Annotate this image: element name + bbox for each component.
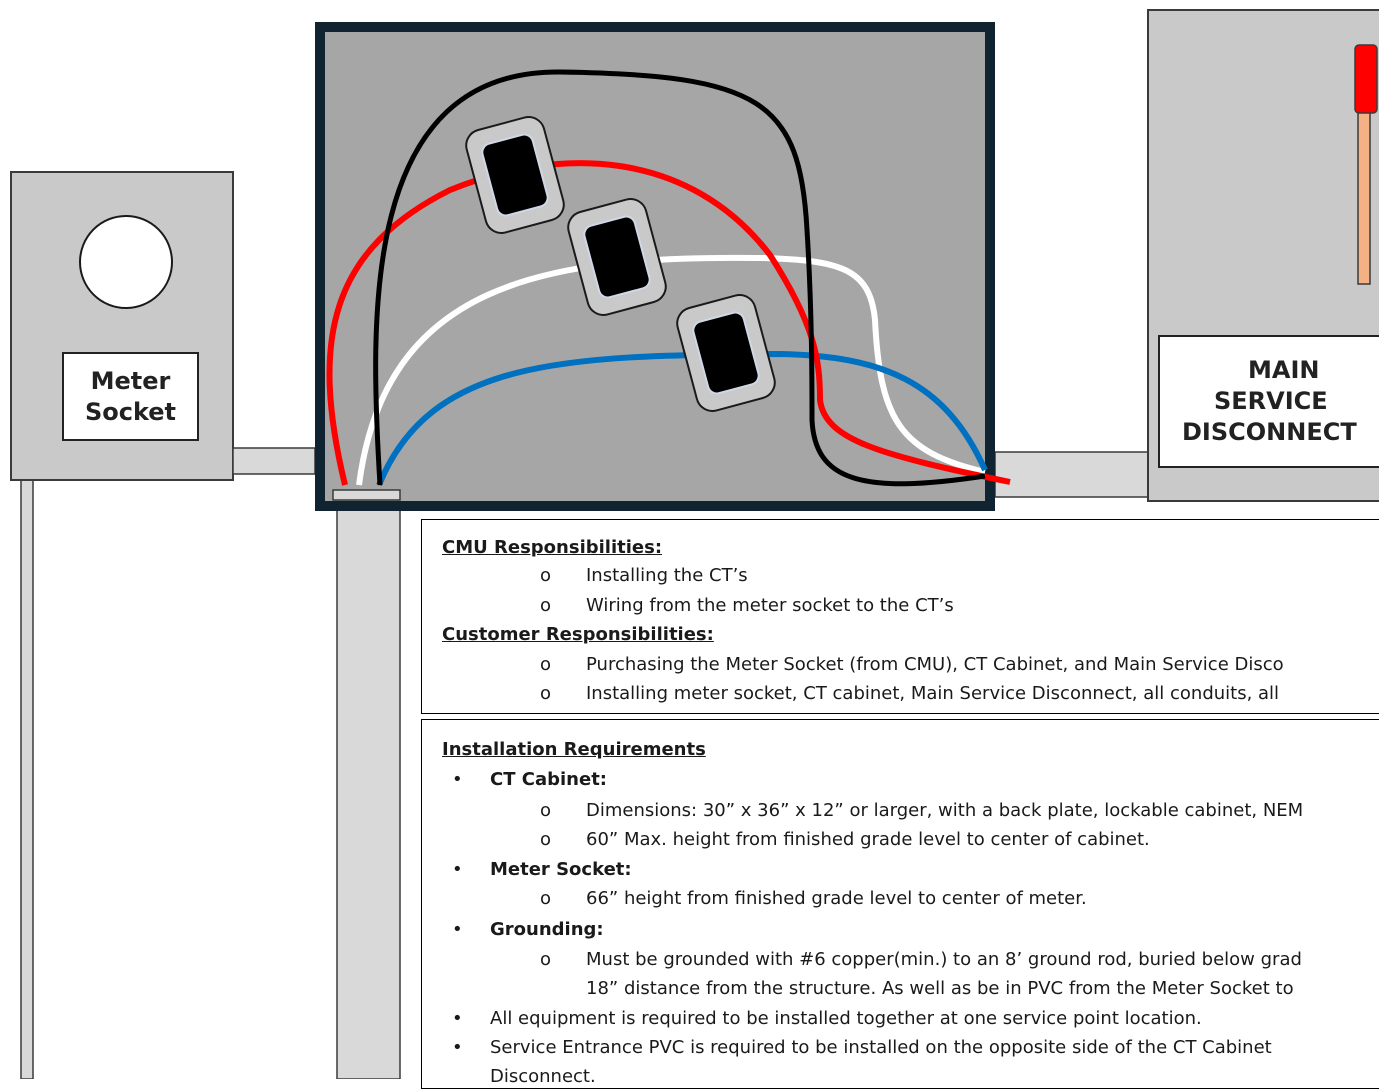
installation-requirements-title: Installation Requirements — [442, 739, 706, 760]
cmu-item-1: o Installing the CT’s — [540, 565, 748, 586]
customer-item-2: o Installing meter socket, CT cabinet, M… — [540, 683, 1280, 704]
ct-cabinet-item-1: o Dimensions: 30” x 36” x 12” or larger,… — [540, 800, 1304, 821]
meter-socket-item-1: o 66” height from finished grade level t… — [540, 888, 1087, 909]
requirement-bullet-1: • All equipment is required to be instal… — [452, 1008, 1202, 1029]
ct-cabinet-bullet: • CT Cabinet: — [452, 769, 607, 790]
disconnect-handle — [1354, 44, 1378, 114]
requirement-bullet-2: • Service Entrance PVC is required to be… — [452, 1037, 1272, 1058]
requirement-bullet-2-continuation: Disconnect. — [490, 1066, 596, 1087]
disconnect-handle-stem — [1357, 109, 1371, 285]
customer-responsibilities-title: Customer Responsibilities: — [442, 624, 714, 645]
main-disconnect-label-line1: MAIN — [1248, 356, 1320, 385]
meter-socket-label: Meter Socket — [62, 352, 199, 441]
customer-item-1: o Purchasing the Meter Socket (from CMU)… — [540, 654, 1284, 675]
cmu-responsibilities-title: CMU Responsibilities: — [442, 537, 663, 558]
current-transformer-3 — [676, 294, 776, 412]
grounding-item-1: o Must be grounded with #6 copper(min.) … — [540, 949, 1302, 970]
meter-socket-label-line2: Socket — [84, 397, 177, 426]
vertical-service-conduit — [336, 496, 401, 1079]
grounding-bullet: • Grounding: — [452, 919, 604, 940]
meter-glass — [79, 215, 173, 309]
meter-socket-pole — [20, 479, 34, 1079]
ct-cabinet — [315, 22, 995, 511]
white-wire — [356, 254, 986, 486]
cabinet-to-disconnect-conduit — [994, 451, 1149, 498]
main-disconnect-label-line3: DISCONNECT — [1182, 417, 1357, 446]
meter-socket-label-line1: Meter — [90, 366, 171, 395]
main-disconnect-label-line2: SERVICE — [1214, 387, 1328, 416]
responsibilities-box: CMU Responsibilities: o Installing the C… — [421, 519, 1379, 714]
cmu-item-2: o Wiring from the meter socket to the CT… — [540, 595, 954, 616]
meter-socket-bullet: • Meter Socket: — [452, 859, 632, 880]
current-transformer-1 — [465, 116, 565, 234]
grounding-item-continuation: 18” distance from the structure. As well… — [586, 978, 1294, 999]
current-transformer-2 — [567, 198, 667, 316]
black-wire — [373, 69, 986, 487]
installation-requirements-box: Installation Requirements • CT Cabinet: … — [421, 719, 1379, 1089]
main-disconnect-label: MAIN SERVICE DISCONNECT — [1158, 335, 1379, 468]
cabinet-bottom-fitting — [332, 489, 401, 501]
ct-cabinet-item-2: o 60” Max. height from finished grade le… — [540, 829, 1150, 850]
meter-to-cabinet-conduit — [232, 447, 316, 475]
red-wire — [326, 160, 1011, 486]
